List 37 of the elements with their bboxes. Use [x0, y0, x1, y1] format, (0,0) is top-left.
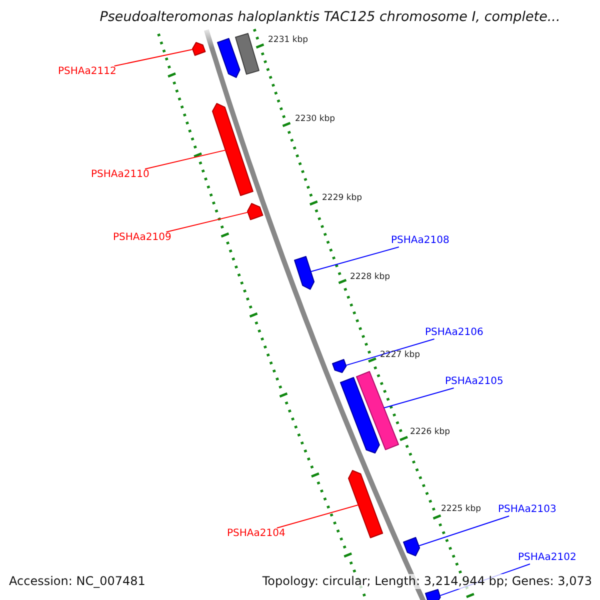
scale-label: 2230 kbp [295, 114, 336, 124]
gene-label: PSHAa2109 [113, 232, 172, 244]
leader-line [276, 504, 360, 528]
scale-label: 2225 kbp [441, 504, 482, 514]
gene-block [212, 102, 254, 196]
leader-line [166, 212, 249, 232]
gene-label: PSHAa2103 [498, 504, 556, 516]
gene-label: PSHAa2110 [91, 169, 150, 181]
gene-block [192, 42, 206, 56]
gene-label: PSHAa2102 [518, 552, 576, 564]
leader-line [310, 246, 400, 272]
gene-block [247, 202, 264, 220]
map-title: Pseudoalteromonas haloplanktis TAC125 chromosome I, complete... [98, 9, 562, 25]
leader-line [418, 516, 510, 546]
gene-block [294, 256, 314, 290]
leader-line [144, 150, 226, 170]
scale-label: 2229 kbp [322, 193, 362, 203]
gene-block [403, 537, 420, 556]
scale-label: 2227 kbp [380, 350, 420, 360]
genome-info-text: Topology: circular; Length: 3,214,944 bp; Genes: 3,073 [262, 574, 592, 589]
gene-block [356, 370, 399, 450]
scale-label: 2228 kbp [350, 272, 390, 282]
leader-line [114, 48, 194, 66]
scale-label: 2226 kbp [410, 427, 450, 437]
scale-label: 2231 kbp [268, 35, 308, 45]
gene-block [332, 359, 347, 374]
gene-label: PSHAa2108 [391, 235, 450, 247]
leader-line [345, 338, 435, 366]
gene-block [340, 376, 380, 454]
gene-block [348, 470, 384, 538]
gene-label: PSHAa2106 [425, 327, 484, 339]
accession-text: Accession: NC_007481 [9, 574, 146, 589]
gene-label: PSHAa2105 [445, 376, 504, 388]
gene-block [216, 38, 240, 78]
gene-block [235, 32, 260, 74]
gene-label: PSHAa2112 [58, 66, 116, 78]
gene-label: PSHAa2104 [227, 528, 286, 540]
